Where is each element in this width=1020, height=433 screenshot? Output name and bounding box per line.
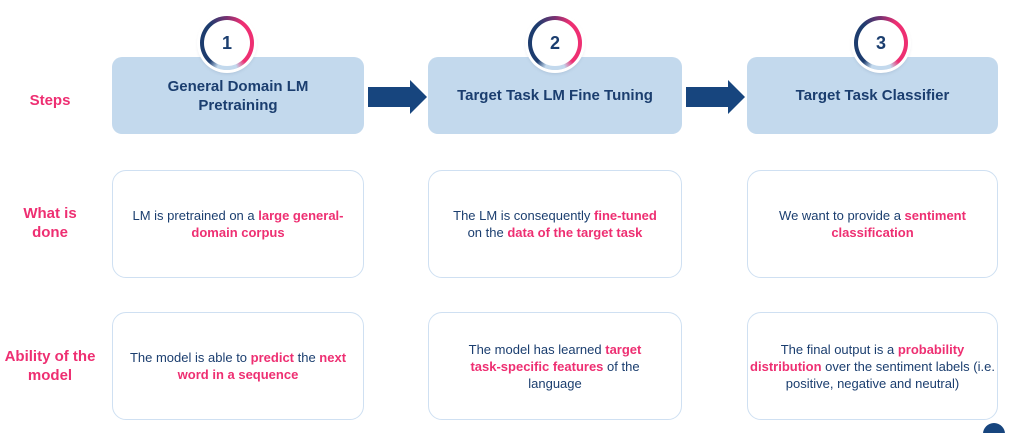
step-3-number: 3	[875, 32, 886, 53]
step-1-number: 1	[221, 32, 232, 53]
row-label-ability-of-model: Ability of the model	[4, 348, 96, 384]
step-3-number-badge: 3	[854, 16, 908, 70]
row-label-steps: Steps	[29, 92, 71, 109]
step-2-title: Target Task LM Fine Tuning	[457, 87, 653, 104]
step-2-what-is-done-text: The LM is consequently fine-tuned on the…	[453, 208, 657, 240]
step-1-header: General Domain LM Pretraining	[112, 57, 364, 134]
arrow-shaft	[686, 87, 728, 107]
step-2-badge-inner: 2	[532, 20, 578, 66]
step-1-ability-text: The model is able to predict the next wo…	[129, 350, 347, 382]
arrow-right-icon	[368, 80, 427, 114]
arrow-head	[728, 80, 745, 114]
step-2-number: 2	[549, 32, 560, 53]
step-2-number-badge: 2	[528, 16, 582, 70]
corner-dot-decoration	[983, 423, 1005, 433]
step-3-ability-text: The final output is a probability distri…	[750, 341, 995, 391]
step-1-what-is-done-box: LM is pretrained on a large general-doma…	[112, 170, 364, 278]
step-3-title: Target Task Classifier	[795, 87, 950, 104]
step-3-header: Target Task Classifier	[747, 57, 998, 134]
step-2-ability-text: The model has learned target task-specif…	[468, 341, 642, 391]
step-1-ability-box: The model is able to predict the next wo…	[112, 312, 364, 420]
step-3-badge-inner: 3	[858, 20, 904, 66]
step-2-what-is-done-box: The LM is consequently fine-tuned on the…	[428, 170, 682, 278]
step-3-what-is-done-box: We want to provide a sentiment classific…	[747, 170, 998, 278]
step-1-number-badge: 1	[200, 16, 254, 70]
step-3-what-is-done-text: We want to provide a sentiment classific…	[779, 208, 966, 240]
step-1-title: General Domain LM Pretraining	[167, 77, 309, 114]
step-1-badge-inner: 1	[204, 20, 250, 66]
step-3-ability-box: The final output is a probability distri…	[747, 312, 998, 420]
arrow-shaft	[368, 87, 410, 107]
step-1-what-is-done-text: LM is pretrained on a large general-doma…	[132, 208, 344, 240]
row-label-what-is-done: What is done	[23, 205, 77, 241]
arrow-head	[410, 80, 427, 114]
step-2-ability-box: The model has learned target task-specif…	[428, 312, 682, 420]
arrow-right-icon	[686, 80, 745, 114]
